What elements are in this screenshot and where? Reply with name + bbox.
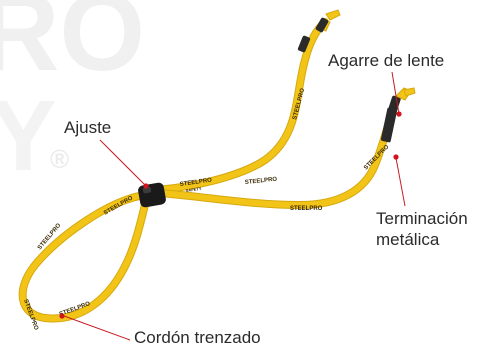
cord-print-small-1: SAFETY [185, 186, 202, 193]
label-agarre-de-lente: Agarre de lente [328, 51, 445, 70]
watermark-text: RO [0, 0, 145, 94]
top-lens-grip [297, 9, 341, 53]
marker-terminacion [393, 154, 399, 160]
marker-cordon [59, 313, 65, 319]
marker-ajuste [143, 183, 149, 189]
label-terminacion-line1: Terminación [376, 209, 468, 228]
lanyard-cord [18, 18, 396, 323]
leader-cordon [63, 315, 131, 341]
watermark-text-2: Y [0, 80, 57, 192]
leader-agarre [391, 71, 400, 115]
leader-terminacion [395, 157, 406, 207]
callouts [59, 71, 406, 341]
leader-ajuste [99, 139, 147, 187]
adjuster-stopper [138, 182, 166, 208]
label-terminacion-metalica: Terminación metálica [376, 208, 468, 250]
label-terminacion-line2: metálica [376, 230, 440, 249]
watermark: RO Y ® [0, 0, 145, 192]
watermark-registered: ® [50, 144, 69, 174]
cord-print-1: STEELPRO [179, 177, 212, 187]
cord-print-3: STEELPRO [290, 206, 323, 212]
cord-print-2: STEELPRO [245, 177, 278, 186]
label-ajuste: Ajuste [64, 118, 112, 137]
label-cordon-trenzado: Cordón trenzado [134, 328, 261, 347]
marker-agarre [396, 111, 402, 117]
